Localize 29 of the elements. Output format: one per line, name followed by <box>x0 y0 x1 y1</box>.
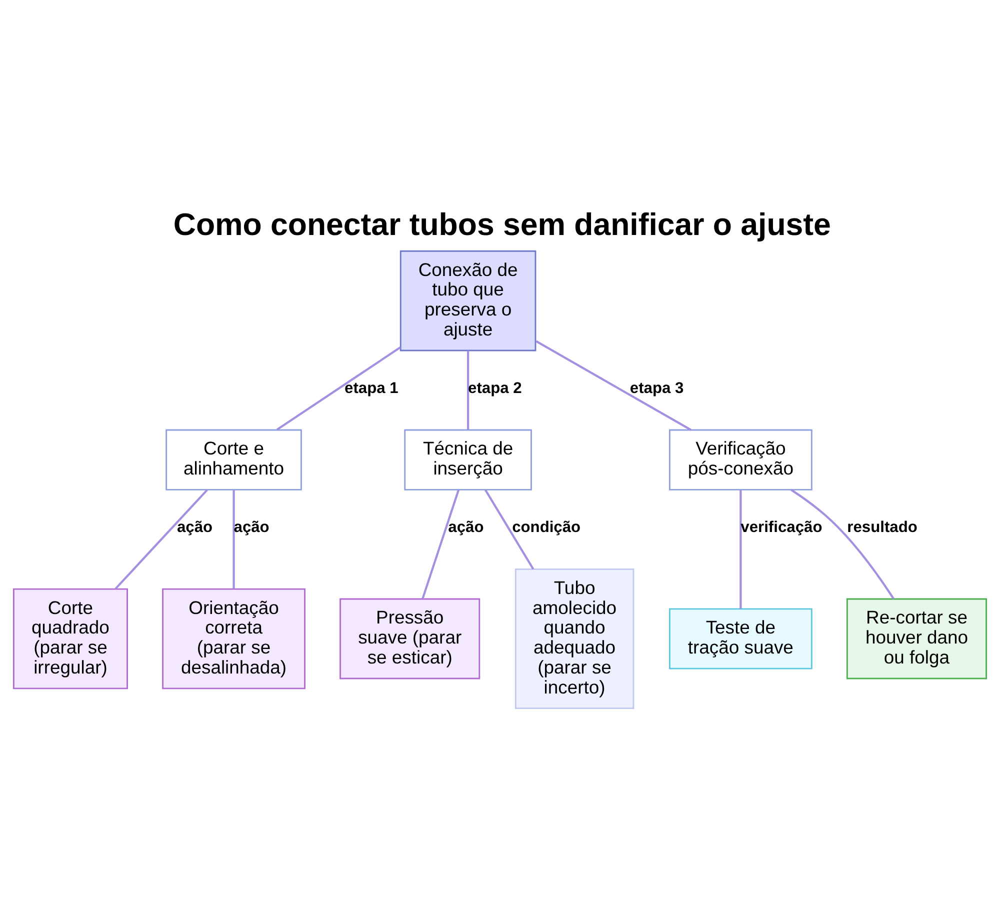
connector <box>232 490 235 589</box>
node-box: Teste de tração suave <box>668 608 812 670</box>
connector <box>484 489 534 570</box>
connector <box>276 346 401 430</box>
edge-label: etapa 1 <box>344 380 398 397</box>
connector <box>740 490 742 609</box>
connector <box>536 340 692 431</box>
edge-label: ação <box>234 518 270 536</box>
connector <box>466 350 470 430</box>
node-box: Tubo amolecido quando adequado (parar se incerto) <box>514 568 634 710</box>
node-box: Orientação correta (parar se desalinhada) <box>162 588 306 690</box>
node-box: Corte quadrado (parar se irregular) <box>12 588 128 690</box>
connector <box>790 488 895 600</box>
node-box: Conexão de tubo que preserva o ajuste <box>400 250 536 352</box>
connector <box>422 490 460 600</box>
edge-label: verificação <box>740 518 822 536</box>
node-box: Re-cortar se houver dano ou folga <box>846 598 988 680</box>
diagram-title: Como conectar tubos sem danificar o ajuste <box>173 206 831 242</box>
node-box: Verificação pós-conexão <box>668 429 812 490</box>
node-box: Pressão suave (parar se esticar) <box>340 598 480 680</box>
connector <box>114 489 208 590</box>
edge-label: ação <box>448 518 484 536</box>
edge-label: condição <box>512 518 581 536</box>
edge-label: etapa 2 <box>468 380 522 397</box>
node-box: Corte e alinhamento <box>166 429 302 490</box>
edge-label: resultado <box>847 518 918 536</box>
edge-label: ação <box>176 518 213 536</box>
edge-label: etapa 3 <box>630 380 684 397</box>
node-box: Técnica de inserção <box>404 429 532 490</box>
